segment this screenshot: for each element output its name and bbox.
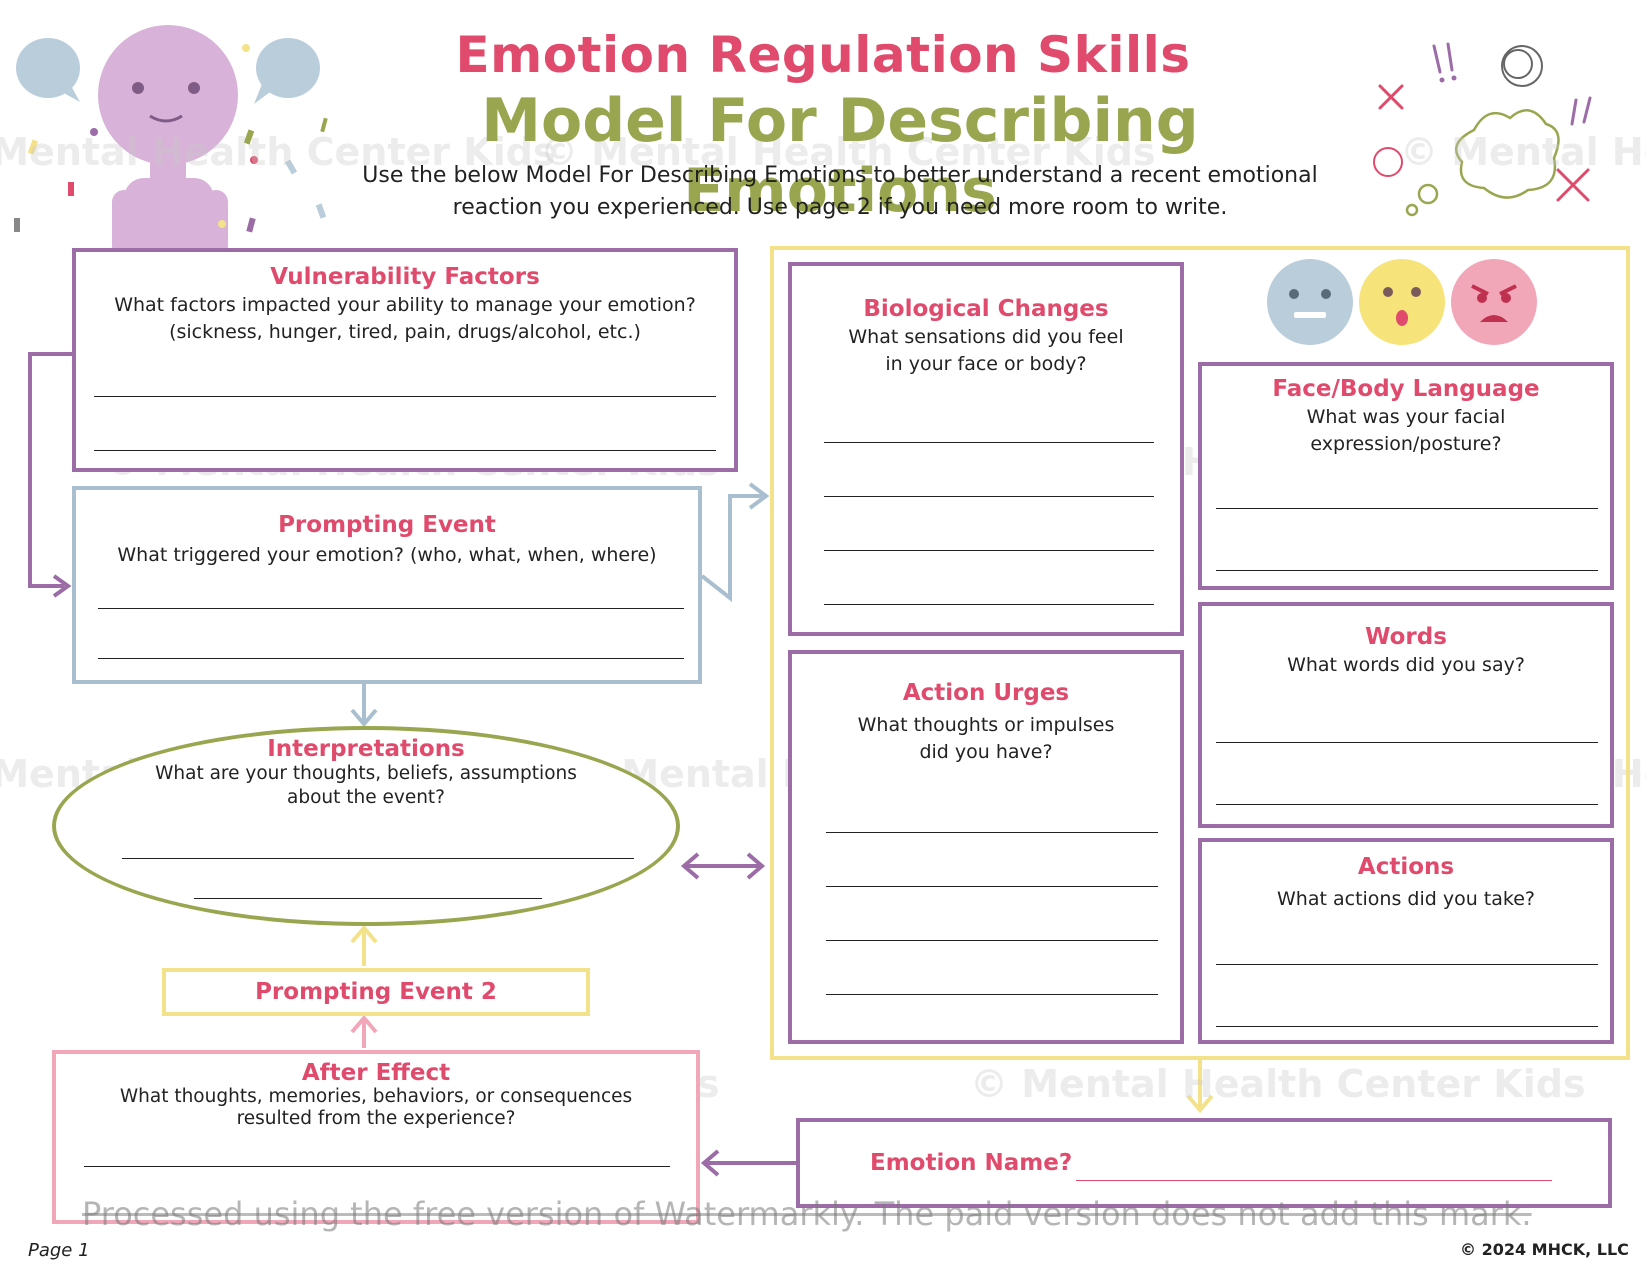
section-question: What triggered your emotion? (who, what,… bbox=[117, 544, 657, 566]
responses-container bbox=[770, 246, 1630, 1060]
answer-line[interactable] bbox=[824, 442, 1154, 443]
face-body-language-box: Face/Body Language What was your facial … bbox=[1198, 362, 1614, 590]
biological-changes-box: Biological Changes What sensations did y… bbox=[788, 262, 1184, 636]
intro-text: Use the below Model For Describing Emoti… bbox=[340, 160, 1340, 224]
section-question: What actions did you take? bbox=[1277, 888, 1535, 910]
answer-line[interactable] bbox=[1216, 804, 1598, 805]
section-question: What was your facial bbox=[1306, 406, 1506, 428]
action-urges-box: Action Urges What thoughts or impulses d… bbox=[788, 650, 1184, 1044]
answer-line[interactable] bbox=[98, 658, 684, 659]
answer-line[interactable] bbox=[824, 496, 1154, 497]
section-question-line2: resulted from the experience? bbox=[236, 1108, 516, 1129]
section-question: What words did you say? bbox=[1287, 654, 1525, 676]
answer-line[interactable] bbox=[824, 550, 1154, 551]
answer-line[interactable] bbox=[98, 608, 684, 609]
character-illustration bbox=[14, 25, 328, 258]
brand-watermark: © Mental Health Center Kids bbox=[540, 130, 1156, 174]
prompting-event-2-box: Prompting Event 2 bbox=[162, 968, 590, 1016]
section-question-line2: expression/posture? bbox=[1310, 433, 1502, 455]
brand-watermark: © Mental Health Center Kids bbox=[1400, 130, 1646, 174]
answer-line[interactable] bbox=[1216, 742, 1598, 743]
section-question-line2: did you have? bbox=[919, 741, 1053, 763]
actions-box: Actions What actions did you take? bbox=[1198, 838, 1614, 1044]
section-question: What sensations did you feel bbox=[848, 326, 1124, 348]
answer-line[interactable] bbox=[826, 886, 1158, 887]
emotion-name-label: Emotion Name? bbox=[870, 1150, 1073, 1176]
surprised-face-icon bbox=[1359, 259, 1445, 345]
page-number: Page 1 bbox=[28, 1240, 90, 1261]
copyright: © 2024 MHCK, LLC bbox=[1460, 1240, 1629, 1259]
after-effect-box: After Effect What thoughts, memories, be… bbox=[52, 1050, 700, 1224]
section-question-hint: (sickness, hunger, tired, pain, drugs/al… bbox=[169, 321, 641, 343]
answer-line[interactable] bbox=[94, 450, 716, 451]
connector-vulnerability-to-prompting bbox=[28, 352, 72, 588]
section-question-line2: about the event? bbox=[286, 787, 445, 808]
answer-line[interactable] bbox=[122, 858, 634, 859]
neutral-face-icon bbox=[1267, 259, 1353, 345]
answer-line[interactable] bbox=[94, 396, 716, 397]
section-question-line2: in your face or body? bbox=[885, 353, 1087, 375]
section-title: Vulnerability Factors bbox=[270, 264, 540, 290]
emotion-name-line[interactable] bbox=[1076, 1180, 1552, 1181]
answer-line[interactable] bbox=[826, 940, 1158, 941]
connector-prompting-to-responses bbox=[700, 494, 762, 603]
answer-line[interactable] bbox=[194, 898, 542, 899]
section-title: Biological Changes bbox=[863, 296, 1109, 322]
answer-line[interactable] bbox=[84, 1166, 670, 1167]
section-title: Words bbox=[1365, 624, 1447, 650]
intro-line-1: Use the below Model For Describing Emoti… bbox=[362, 163, 1318, 188]
answer-line[interactable] bbox=[826, 832, 1158, 833]
answer-line[interactable] bbox=[1216, 570, 1598, 571]
vulnerability-factors-box: Vulnerability Factors What factors impac… bbox=[72, 248, 738, 472]
interpretations-ellipse: Interpretations What are your thoughts, … bbox=[52, 726, 680, 926]
intro-line-2: reaction you experienced. Use page 2 if … bbox=[452, 195, 1228, 220]
page-subtitle: Model For Describing Emotions bbox=[481, 86, 1199, 226]
answer-line[interactable] bbox=[1216, 508, 1598, 509]
prompting-event-box: Prompting Event What triggered your emot… bbox=[72, 486, 702, 684]
angry-face-icon bbox=[1451, 259, 1537, 345]
page-title: Emotion Regulation Skills bbox=[455, 26, 1191, 84]
section-title: After Effect bbox=[301, 1060, 451, 1086]
words-box: Words What words did you say? bbox=[1198, 602, 1614, 828]
processed-watermark: Processed using the free version of Wate… bbox=[82, 1195, 1532, 1233]
section-title: Action Urges bbox=[902, 680, 1070, 706]
doodle-decoration bbox=[1373, 42, 1592, 217]
section-title: Face/Body Language bbox=[1272, 376, 1540, 402]
section-question: What thoughts, memories, behaviors, or c… bbox=[119, 1086, 633, 1107]
section-question: What are your thoughts, beliefs, assumpt… bbox=[155, 763, 577, 784]
brand-watermark: © Mental Health Center Kids bbox=[970, 1062, 1586, 1106]
answer-line[interactable] bbox=[1216, 1026, 1598, 1027]
section-title: Actions bbox=[1357, 854, 1455, 880]
emotion-name-box: Emotion Name? bbox=[796, 1118, 1612, 1208]
answer-line[interactable] bbox=[826, 994, 1158, 995]
brand-watermark: © Mental Health Center Kids bbox=[0, 130, 556, 174]
section-question: What thoughts or impulses bbox=[857, 714, 1115, 736]
section-title: Prompting Event bbox=[278, 512, 496, 538]
section-title: Prompting Event 2 bbox=[255, 979, 497, 1005]
section-title: Interpretations bbox=[267, 736, 465, 762]
section-question: What factors impacted your ability to ma… bbox=[114, 294, 696, 316]
answer-line[interactable] bbox=[1216, 964, 1598, 965]
answer-line[interactable] bbox=[824, 604, 1154, 605]
